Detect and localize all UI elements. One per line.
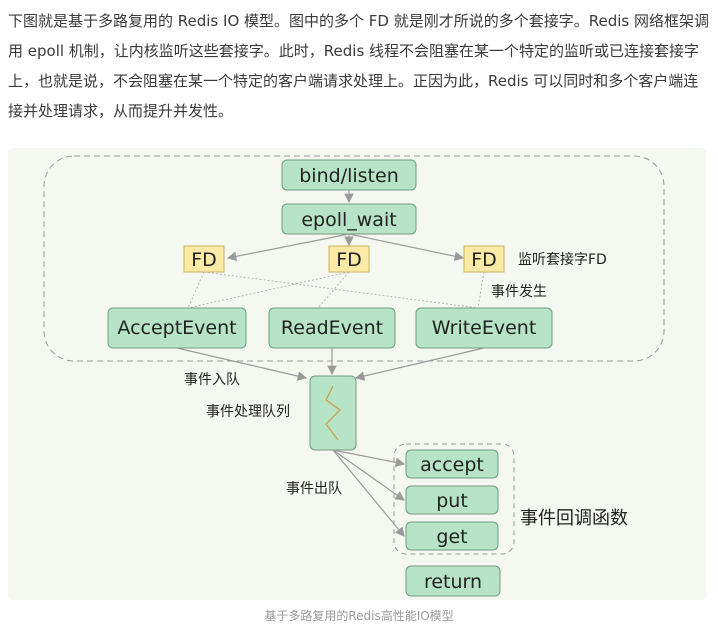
link-fd3-write	[477, 271, 485, 309]
get-callback-box	[405, 521, 499, 551]
accept-event-label: AcceptEvent	[117, 317, 236, 339]
epoll-wait-label: epoll_wait	[301, 209, 396, 231]
put-callback-box	[405, 485, 499, 515]
return-box	[405, 565, 501, 597]
io-model-diagram: bind/listen epoll_wait FD FD FD 监听套接字FD …	[43, 155, 665, 597]
return-label: return	[424, 571, 482, 593]
link-fd1-accept	[187, 271, 205, 309]
arrow-write-queue	[354, 347, 485, 381]
queue-label: 事件处理队列	[206, 404, 290, 420]
accept-callback-box	[405, 449, 499, 479]
kernel-region	[43, 155, 665, 362]
io-model-figure: bind/listen epoll_wait FD FD FD 监听套接字FD …	[8, 148, 706, 600]
link-fd2-accept	[187, 271, 350, 309]
fd-box-2	[328, 245, 370, 273]
enqueue-label: 事件入队	[184, 372, 240, 388]
fd-label-1: FD	[191, 249, 217, 271]
dequeue-label: 事件出队	[286, 481, 342, 497]
accept-callback-label: accept	[420, 454, 484, 476]
fd-label-2: FD	[336, 249, 362, 271]
arrow-queue-put	[332, 449, 405, 501]
arrow-accept-queue	[176, 347, 308, 381]
write-event-label: WriteEvent	[432, 317, 537, 339]
fd-label-3: FD	[471, 249, 497, 271]
arrow-queue-accept	[332, 449, 406, 468]
link-fd1-write	[203, 271, 479, 309]
callbacks-label: 事件回调函数	[520, 508, 628, 529]
arrow-epoll-fd3	[348, 233, 465, 261]
arrow-epoll-fd1	[226, 233, 350, 262]
intro-paragraph: 下图就是基于多路复用的 Redis IO 模型。图中的多个 FD 就是刚才所说的…	[8, 12, 709, 120]
bind-listen-label: bind/listen	[299, 165, 398, 187]
callback-region	[393, 443, 515, 555]
fd-note: 监听套接字FD	[518, 251, 607, 268]
figure-caption: 基于多路复用的Redis高性能IO模型	[264, 609, 454, 623]
event-occur-label: 事件发生	[491, 284, 547, 300]
fd-box-1	[183, 245, 225, 273]
get-callback-label: get	[436, 526, 467, 548]
read-event-label: ReadEvent	[281, 317, 383, 339]
put-callback-label: put	[436, 490, 468, 512]
arrow-queue-get	[332, 449, 405, 537]
queue-squiggle	[325, 385, 342, 441]
